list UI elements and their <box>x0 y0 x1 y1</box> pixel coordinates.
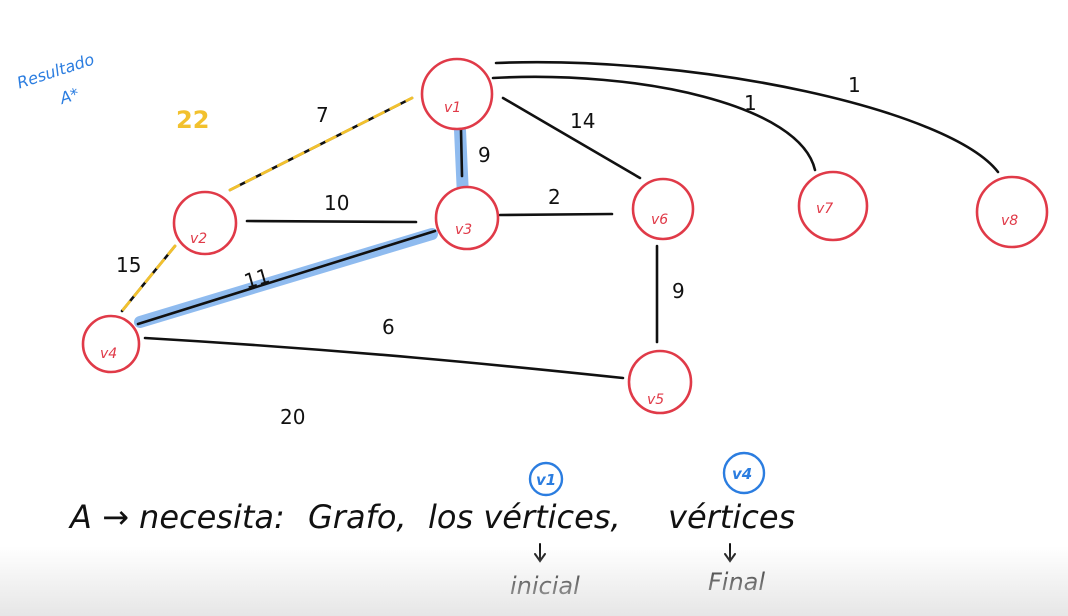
note-los-vertices: los vértices, <box>428 498 621 536</box>
start-vertex-marker-label: v1 <box>536 471 556 489</box>
node-v8: v8 <box>975 175 1049 249</box>
weight-v2-v4: 15 <box>116 253 141 277</box>
node-v7-label: v7 <box>816 201 833 217</box>
node-v6: v6 <box>631 177 695 241</box>
node-v7: v7 <box>797 170 869 242</box>
down-arrow-icon <box>534 543 546 563</box>
node-v5: v5 <box>627 349 693 415</box>
node-v8-label: v8 <box>1001 213 1018 229</box>
weight-v1-v8: 1 <box>848 73 861 97</box>
total-cost-label: 22 <box>176 106 209 134</box>
weight-v2-v3: 10 <box>324 191 349 215</box>
node-v3-label: v3 <box>455 222 472 238</box>
edge-v1-v3 <box>459 128 464 178</box>
weight-v1-v2: 7 <box>316 103 329 127</box>
note-inicial: inicial <box>510 572 580 600</box>
edge-v1-v7 <box>491 75 817 172</box>
node-v3: v3 <box>434 185 500 251</box>
weight-v3-v6: 2 <box>548 185 561 209</box>
weight-extra: 20 <box>280 405 305 429</box>
result-title: Resultado A* <box>15 50 97 109</box>
node-v2-label: v2 <box>190 231 207 247</box>
down-arrow-icon <box>724 543 736 563</box>
node-v4-label: v4 <box>100 346 117 362</box>
node-v6-label: v6 <box>651 212 668 228</box>
node-v1-label: v1 <box>444 100 461 116</box>
edge-v4-v5 <box>143 336 625 380</box>
edge-v3-v6 <box>498 212 614 217</box>
edge-v1-v8 <box>494 60 1000 174</box>
node-v4: v4 <box>81 314 141 374</box>
result-title-line2: A* <box>57 84 82 108</box>
weight-v4-v5: 6 <box>382 315 395 339</box>
edge-v3-v4 <box>136 229 437 326</box>
start-vertex-marker: v1 <box>528 461 564 497</box>
node-v1: v1 <box>420 57 494 131</box>
note-final: Final <box>708 568 765 596</box>
edge-v2-v3 <box>245 219 418 224</box>
result-title-line1: Resultado <box>15 50 97 93</box>
end-vertex-marker-label: v4 <box>732 465 752 483</box>
node-v2: v2 <box>172 190 238 256</box>
weight-v1-v3: 9 <box>478 143 491 167</box>
end-vertex-marker: v4 <box>722 451 766 495</box>
edge-v1-v6 <box>501 96 642 180</box>
node-v5-label: v5 <box>647 392 664 408</box>
alt-path-v2-v4 <box>120 244 177 313</box>
note-vertices: vértices <box>668 498 795 536</box>
weight-v1-v7: 1 <box>744 91 757 115</box>
alt-path-v1-v2 <box>228 96 414 192</box>
weight-v1-v6: 14 <box>570 109 595 133</box>
weight-v6-v5: 9 <box>672 279 685 303</box>
note-grafo: Grafo, <box>308 498 407 536</box>
note-a-arrow: A → necesita: <box>68 498 285 536</box>
